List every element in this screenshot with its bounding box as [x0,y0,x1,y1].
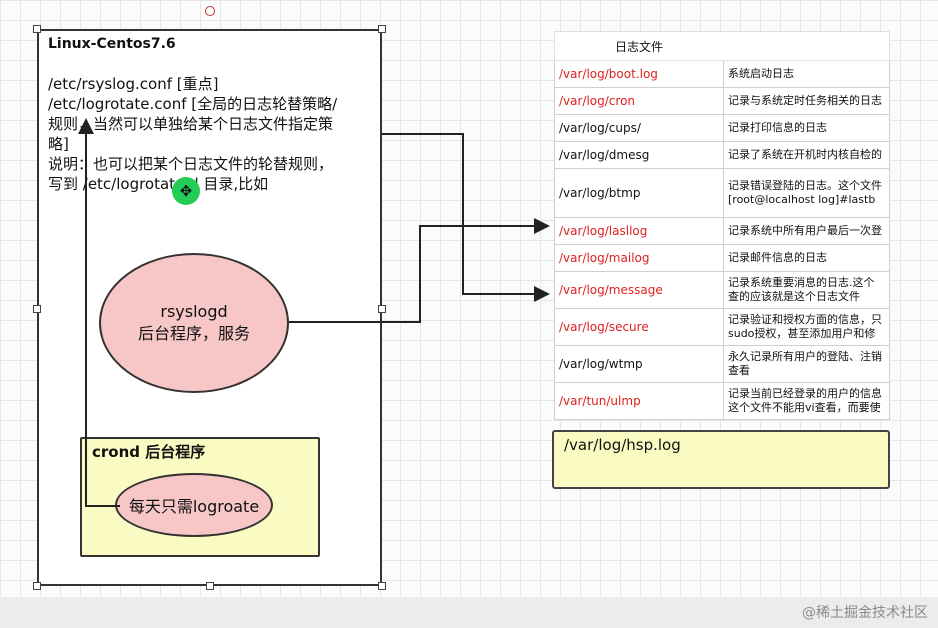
log-path: /var/log/mailog [554,244,724,272]
log-file-table: 日志文件 /var/log/boot.log 系统启动日志/var/log/cro… [554,31,890,420]
table-row: /var/log/cron 记录与系统定时任务相关的日志 [554,87,890,115]
table-header: 日志文件 [554,31,890,61]
watermark: @稀土掘金技术社区 [802,605,928,621]
log-path: /var/log/dmesg [554,141,724,169]
arrow-config-to-message [382,133,550,302]
hsp-log-box[interactable] [552,430,890,489]
log-description-line: 记录错误登陆的日志。这个文件 [728,179,882,192]
frame-title: Linux-Centos7.6 [48,36,176,52]
log-description: 记录当前已经登录的用户的信息这个文件不能用vi查看，而要使 [723,382,890,420]
log-description-line: 这个文件不能用vi查看，而要使 [728,401,881,414]
note-line: 写到 /etc/logrotate.d 目录,比如 [48,175,269,193]
logrotate-label: 每天只需logroate [128,497,260,516]
note-line: 略] [48,135,69,153]
resize-handle-bl[interactable] [33,582,41,590]
move-cursor-icon: ✥ [172,177,200,205]
resize-handle-tl[interactable] [33,25,41,33]
log-description-line: 永久记录所有用户的登陆、注销 [728,350,882,363]
resize-handle-mr[interactable] [378,305,386,313]
note-line: 规则，当然可以单独给某个日志文件指定策 [48,115,334,133]
log-description: 系统启动日志 [723,60,890,88]
log-path: /var/log/cron [554,87,724,115]
note-line: 说明：也可以把某个日志文件的轮替规则， [48,155,334,173]
log-description-line: 记录了系统在开机时内核自检的 [728,148,882,161]
crond-label: crond 后台程序 [92,443,206,461]
log-description: 永久记录所有用户的登陆、注销查看 [723,345,890,383]
log-description-line: sudo授权，甚至添加用户和修 [728,327,876,340]
log-path: /var/tun/ulmp [554,382,724,420]
log-description-line: 记录验证和授权方面的信息，只 [728,313,882,326]
table-row: /var/log/cups/记录打印信息的日志 [554,114,890,142]
table-row: /var/log/lasllog 记录系统中所有用户最后一次登 [554,217,890,245]
log-path: /var/log/boot.log [554,60,724,88]
rotate-handle[interactable] [205,6,215,16]
log-path: /var/log/secure [554,308,724,346]
log-description-line: 记录当前已经登录的用户的信息 [728,387,882,400]
resize-handle-ml[interactable] [33,305,41,313]
log-description: 记录与系统定时任务相关的日志 [723,87,890,115]
log-description: 记录系统重要消息的日志.这个查的应该就是这个日志文件 [723,271,890,309]
log-description-line: 记录系统重要消息的日志.这个 [728,276,875,289]
rsyslogd-node[interactable]: rsyslogd 后台程序，服务 [99,253,289,393]
hsp-log-label: /var/log/hsp.log [564,436,681,454]
log-description: 记录邮件信息的日志 [723,244,890,272]
bottom-bar [0,597,938,628]
resize-handle-br[interactable] [378,582,386,590]
log-description: 记录打印信息的日志 [723,114,890,142]
table-row: /var/log/mailog 记录邮件信息的日志 [554,244,890,272]
log-path: /var/log/message [554,271,724,309]
log-path: /var/log/wtmp [554,345,724,383]
resize-handle-tr[interactable] [378,25,386,33]
logrotate-node[interactable]: 每天只需logroate [115,473,273,537]
log-description-line: 记录打印信息的日志 [728,121,827,134]
config-notes: /etc/rsyslog.conf [重点] /etc/logrotate.co… [48,74,378,194]
note-line: /etc/logrotate.conf [全局的日志轮替策略/ [48,95,338,113]
log-description-line: 查的应该就是这个日志文件 [728,290,860,303]
table-row: /var/log/boot.log 系统启动日志 [554,60,890,88]
log-description-line: 查看 [728,364,750,377]
log-path: /var/log/btmp [554,168,724,218]
log-path: /var/log/lasllog [554,217,724,245]
table-row: /var/log/dmesg 记录了系统在开机时内核自检的 [554,141,890,169]
rsyslogd-desc: 后台程序，服务 [137,324,250,343]
log-description: 记录错误登陆的日志。这个文件[root@localhost log]#lastb [723,168,890,218]
log-description-line: 记录系统中所有用户最后一次登 [728,224,882,237]
rsyslogd-name: rsyslogd [160,302,228,321]
log-description-line: 记录与系统定时任务相关的日志 [728,94,882,107]
log-description-line: [root@localhost log]#lastb [728,193,876,206]
log-description-line: 记录邮件信息的日志 [728,251,827,264]
log-description: 记录了系统在开机时内核自检的 [723,141,890,169]
log-description: 记录系统中所有用户最后一次登 [723,217,890,245]
log-description-line: 系统启动日志 [728,67,794,80]
resize-handle-bm[interactable] [206,582,214,590]
note-line: /etc/rsyslog.conf [重点] [48,75,219,93]
log-path: /var/log/cups/ [554,114,724,142]
